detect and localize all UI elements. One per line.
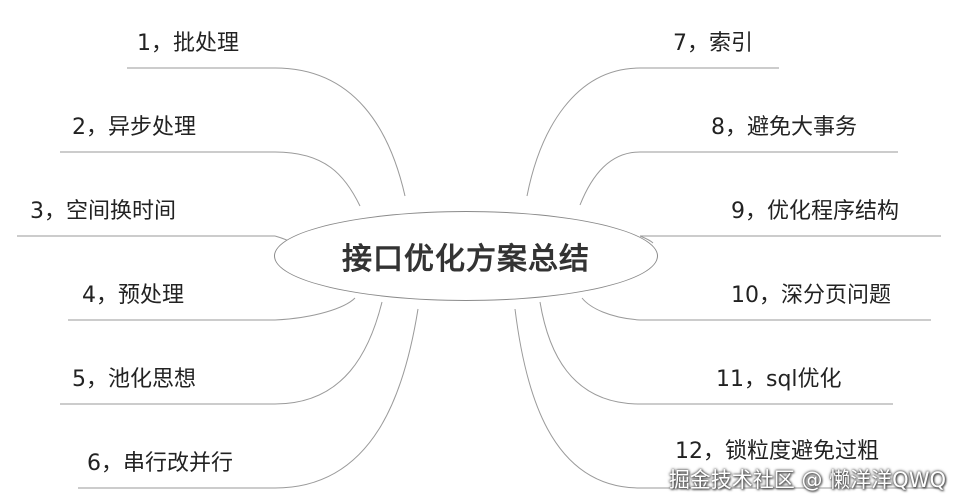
branch-11: 11，sql优化	[716, 367, 842, 392]
connector-branch-10	[581, 297, 641, 321]
connector-branch-6	[274, 308, 419, 489]
connector-branch-1	[274, 67, 406, 197]
branch-3: 3，空间换时间	[30, 199, 176, 224]
connector-branch-4	[274, 297, 356, 321]
branch-10: 10，深分页问题	[731, 283, 891, 308]
connector-branch-2	[274, 151, 361, 207]
central-topic-label: 接口优化方案总结	[342, 242, 590, 277]
branch-1: 1，批处理	[137, 31, 239, 56]
branch-5: 5，池化思想	[72, 367, 196, 392]
connector-branch-7	[526, 67, 641, 197]
branch-7: 7，索引	[673, 31, 753, 56]
connector-branch-9	[639, 235, 654, 244]
branch-9: 9，优化程序结构	[731, 199, 899, 224]
branch-4: 4，预处理	[82, 283, 184, 308]
connector-branch-11	[539, 301, 641, 405]
branch-8: 8，避免大事务	[711, 115, 857, 140]
branch-2: 2，异步处理	[72, 115, 196, 140]
connector-branch-8	[579, 151, 641, 206]
connector-branch-12	[514, 308, 641, 489]
branch-12: 12，锁粒度避免过粗	[675, 439, 879, 464]
connector-branch-5	[274, 301, 383, 405]
watermark: 掘金技术社区 @ 懒洋洋QWQ	[668, 468, 946, 492]
branch-6: 6，串行改并行	[87, 451, 233, 476]
central-topic: 接口优化方案总结	[274, 211, 658, 301]
